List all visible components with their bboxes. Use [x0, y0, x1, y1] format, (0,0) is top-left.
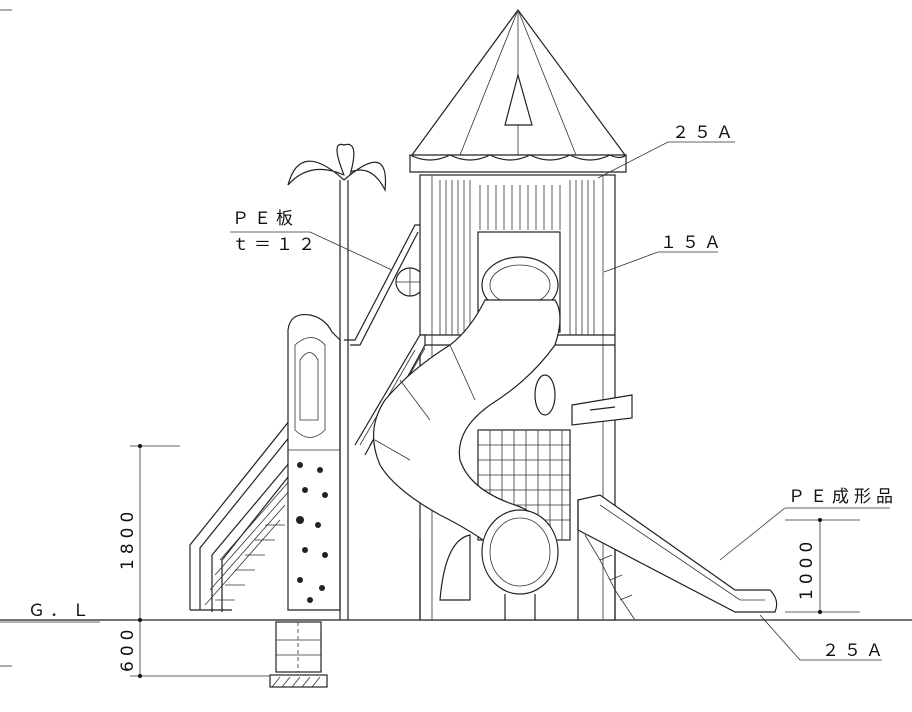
stairs: [189, 418, 301, 612]
straight-slide: [577, 494, 778, 621]
dimension-1800: 1800: [118, 507, 138, 570]
dimension-left: [130, 444, 270, 678]
dimension-right: [785, 518, 860, 614]
tube-slide: [372, 256, 561, 620]
dimension-600: 600: [118, 625, 138, 672]
leader-lines: [230, 141, 890, 661]
climbing-wall: [287, 313, 341, 611]
sign-plaque: [571, 394, 633, 426]
roof: [409, 8, 627, 173]
palm-pole: [287, 143, 387, 620]
label-ground-level: Ｇ．Ｌ: [28, 601, 94, 621]
label-pe-thickness: ｔ＝１２: [232, 235, 320, 255]
dimension-1000: 1000: [797, 537, 817, 600]
label-pipe-25a-top: ２５Ａ: [672, 123, 738, 143]
label-pe-board: ＰＥ板: [232, 209, 298, 229]
label-pe-molded: ＰＥ成形品: [788, 487, 898, 507]
foundation: [269, 621, 328, 688]
label-pipe-25a-bottom: ２５Ａ: [822, 641, 888, 661]
spiral-slide-base: [439, 534, 471, 601]
label-pipe-15a: １５Ａ: [660, 233, 726, 253]
handrail-pipe: [344, 224, 420, 341]
